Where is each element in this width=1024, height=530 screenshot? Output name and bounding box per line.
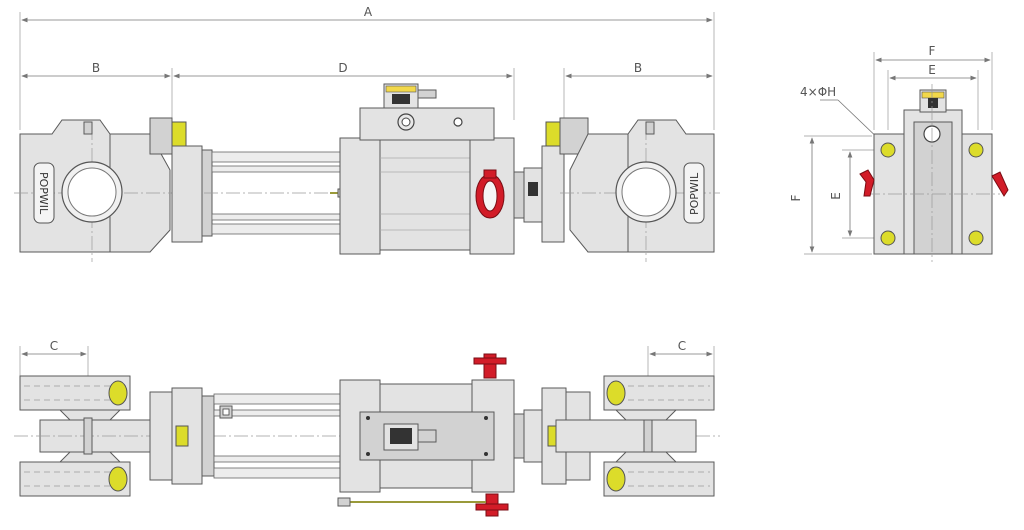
dimension-lines-top-view: C C — [19, 339, 715, 376]
side-view: F E F E 4×ΦH — [789, 44, 1009, 262]
top-tie-rod-1 — [213, 393, 341, 405]
dim-label-e-top: E — [928, 63, 936, 77]
side-hole-br — [968, 230, 984, 246]
right-brand-plate — [683, 162, 705, 224]
top-view — [14, 353, 720, 517]
left-brand-plate — [33, 162, 55, 224]
dim-label-c-left: C — [50, 339, 58, 353]
tie-rod-bottom — [211, 223, 341, 235]
dim-label-c-right: C — [678, 339, 686, 353]
dim-label-e-side: E — [829, 192, 843, 200]
dim-label-f-top: F — [929, 44, 936, 58]
dim-label-f-side: F — [789, 194, 803, 201]
side-handle-right — [991, 171, 1009, 197]
left-yellow-pad — [171, 121, 187, 147]
dim-label-b-right: B — [634, 61, 642, 75]
mount-hole-callout: 4×ΦH — [800, 85, 836, 99]
dim-label-b-left: B — [92, 61, 100, 75]
tie-rod-top — [211, 151, 341, 163]
side-hole-tr — [968, 142, 984, 158]
top-tie-rod-2 — [213, 467, 341, 479]
right-yellow-pad — [545, 121, 561, 147]
cylinder-body — [379, 139, 471, 251]
side-hole-tl — [880, 142, 896, 158]
top-right-coupler — [523, 409, 543, 463]
dim-label-a: A — [364, 5, 373, 19]
dim-label-d: D — [338, 61, 347, 75]
right-clevis — [555, 419, 697, 453]
front-view: POPWIL — [14, 83, 720, 262]
left-adapter — [149, 117, 173, 155]
right-brand-text: POPWIL — [688, 172, 701, 215]
right-flange — [541, 145, 565, 243]
valve-block — [359, 107, 495, 141]
dimension-lines-front: A B D B — [19, 5, 715, 130]
side-handle-left — [859, 169, 875, 197]
cylinder-body-left — [339, 137, 381, 255]
side-hole-bl — [880, 230, 896, 246]
left-brand-text: POPWIL — [37, 172, 50, 215]
left-flange — [171, 145, 203, 243]
